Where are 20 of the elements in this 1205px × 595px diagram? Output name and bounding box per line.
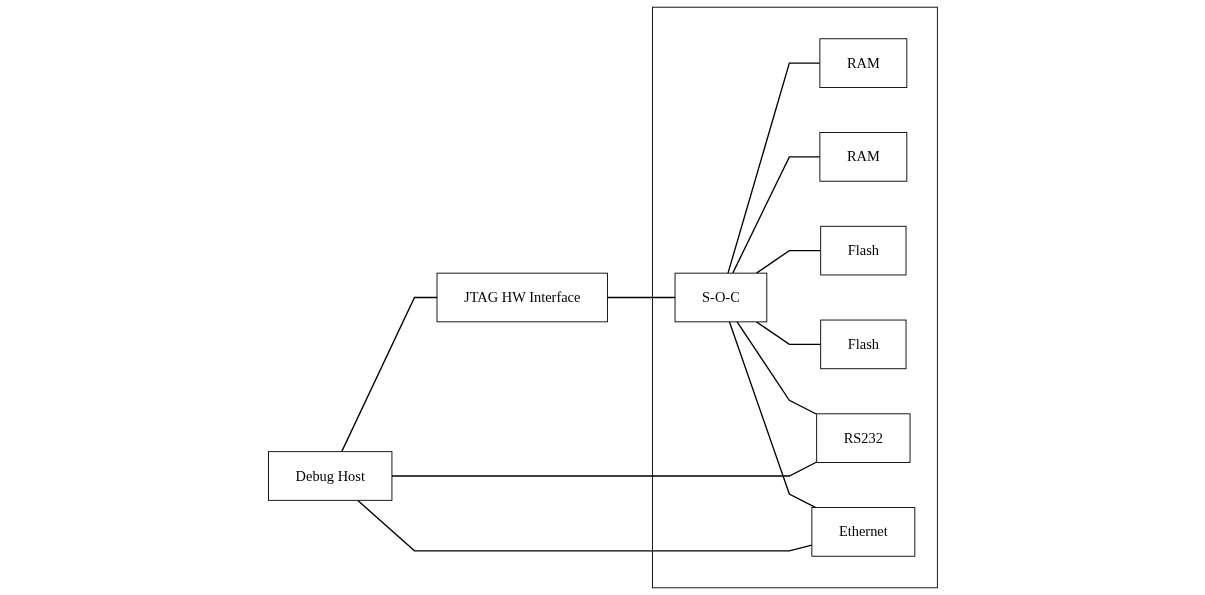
node-box: JTAG HW Interface: [436, 272, 608, 323]
node-box: Debug Host: [267, 451, 392, 501]
connector: [340, 296, 438, 453]
node-box: RAM: [818, 38, 907, 88]
connector: [731, 156, 821, 274]
connector: [726, 62, 821, 274]
node-box: Ethernet: [810, 507, 915, 557]
connector: [356, 499, 813, 552]
node-box: S-O-C: [674, 272, 767, 323]
node-box: RS232: [815, 413, 911, 463]
connector: [755, 321, 821, 346]
node-box: Flash: [819, 225, 907, 276]
node-box: Flash: [819, 319, 907, 370]
connector: [606, 296, 676, 299]
connector: [390, 461, 817, 477]
connector: [728, 321, 816, 509]
node-box: RAM: [818, 132, 907, 182]
cluster: [651, 6, 938, 589]
connector: [755, 249, 821, 274]
connector: [736, 321, 817, 415]
